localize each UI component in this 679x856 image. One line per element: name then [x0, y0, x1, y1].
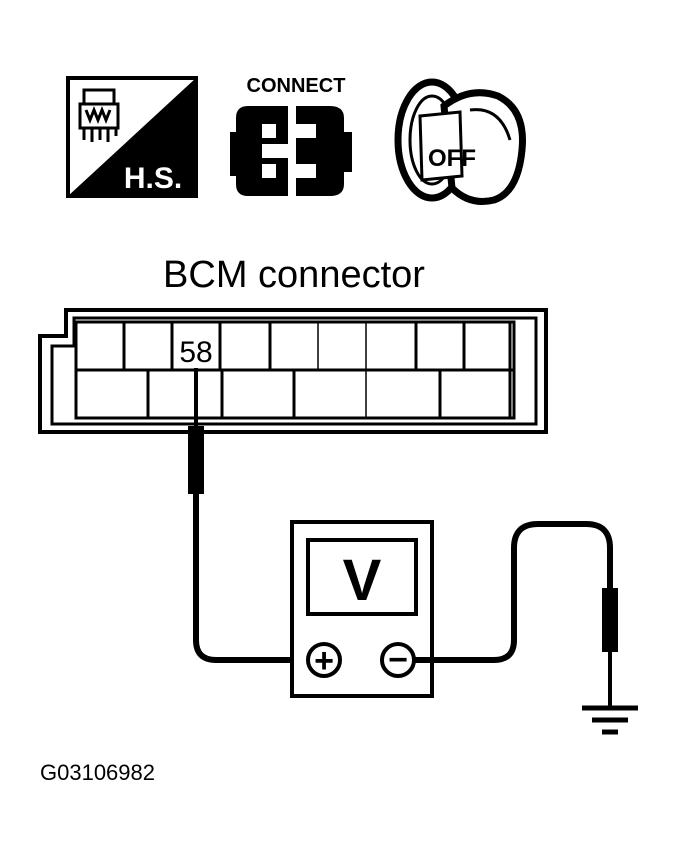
harness-badge-text: H.S. [124, 162, 182, 195]
connect-icon: CONNECT [230, 75, 352, 196]
connect-label: CONNECT [247, 75, 346, 97]
ignition-off-icon: OFF [394, 78, 526, 205]
ignition-state-text: OFF [428, 145, 476, 172]
positive-terminal [306, 642, 342, 678]
harness-service-icon: H.S. [66, 76, 198, 198]
ground-symbol [582, 705, 638, 735]
voltmeter-symbol: V [343, 548, 382, 613]
positive-terminal-sign: + [314, 642, 334, 680]
positive-probe [188, 368, 304, 663]
negative-terminal-sign: − [388, 641, 408, 679]
bcm-connector: 58 [38, 308, 548, 434]
terminal-58-label: 58 [179, 336, 212, 369]
figure-id: G03106982 [40, 760, 155, 785]
connector-title: BCM connector [163, 254, 425, 296]
voltmeter: V + − [290, 520, 434, 698]
negative-lead-to-ground [414, 521, 618, 706]
